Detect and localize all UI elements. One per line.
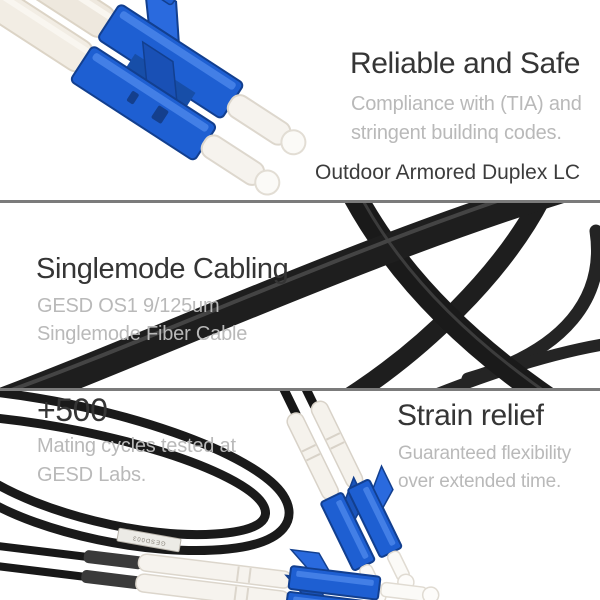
black-cable-photo-middle	[0, 203, 600, 388]
middle-heading: Singlemode Cabling	[36, 253, 289, 285]
middle-subtitle-line2: Singlemode Fiber Cable	[37, 323, 248, 345]
cable-photo-bottom	[0, 391, 440, 600]
top-subtitle-line1: Compliance with (TIA) and	[351, 93, 582, 115]
ferrule-boots	[200, 94, 307, 196]
stat-subtitle-line2: GESD Labs.	[37, 464, 147, 486]
feature-subtitle-line1: Guaranteed flexibility	[398, 443, 572, 464]
lc-connector-right	[0, 540, 440, 600]
product-caption: Outdoor Armored Duplex LC	[315, 161, 580, 184]
middle-subtitle: GESD OS1 9/125um Singlemode Fiber Cable	[37, 292, 247, 348]
stat-subtitle: Mating cycles tested at GESD Labs.	[37, 432, 236, 490]
top-heading: Reliable and Safe	[350, 47, 581, 80]
top-subtitle-line2: stringent buildinq codes.	[351, 122, 562, 144]
lc-connector-photo-top	[0, 0, 307, 196]
stat-heading: +500	[37, 392, 108, 428]
middle-subtitle-line1: GESD OS1 9/125um	[37, 295, 220, 317]
feature-heading: Strain relief	[397, 399, 544, 432]
top-subtitle: Compliance with (TIA) and stringent buil…	[351, 90, 582, 148]
feature-subtitle-line2: over extended time.	[398, 471, 562, 492]
feature-subtitle: Guaranteed flexibility over extended tim…	[398, 440, 571, 496]
section-divider-top	[0, 200, 600, 203]
lc-connector-body	[70, 0, 244, 161]
stat-subtitle-line1: Mating cycles tested at	[37, 435, 236, 457]
cable-loop	[0, 391, 294, 556]
section-divider-bottom	[0, 388, 600, 391]
cable-serial-text: GESD003	[131, 534, 167, 546]
armored-cable-strands	[0, 203, 600, 388]
